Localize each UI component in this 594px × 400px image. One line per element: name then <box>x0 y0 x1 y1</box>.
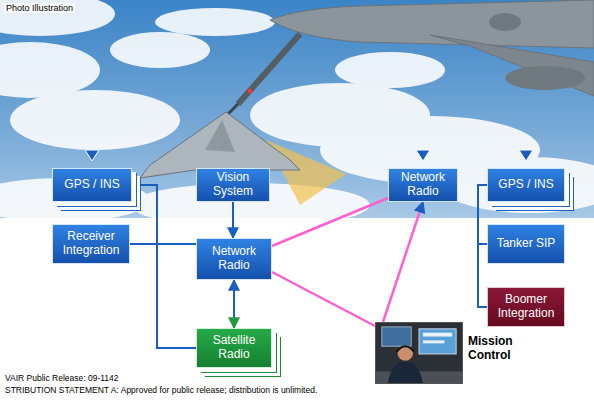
picture-part <box>419 329 456 354</box>
clouds <box>0 0 594 227</box>
node-label: Boomer Integration <box>492 293 560 321</box>
radio-box: Network Radio <box>196 238 272 280</box>
node-label: Network Radio <box>201 245 267 273</box>
sensor-box: Vision System <box>196 168 270 202</box>
connector <box>272 198 388 246</box>
picture-part <box>376 323 462 383</box>
node-label: Network Radio <box>393 171 453 199</box>
node-label: Satellite Radio <box>201 334 267 362</box>
connector <box>272 272 375 326</box>
node-label: Tanker SIP <box>497 237 556 251</box>
sensor-box: GPS / INS <box>487 168 565 202</box>
process-box: Receiver Integration <box>52 224 130 264</box>
node-label: Vision System <box>201 171 265 199</box>
connector <box>130 185 157 244</box>
node-label: Mission Control <box>468 335 526 363</box>
connector <box>478 244 487 307</box>
picture-part <box>423 340 445 343</box>
connector <box>232 202 234 238</box>
operator-picture <box>376 323 462 383</box>
sky <box>0 0 594 218</box>
release-note: VAIR Public Release: 09-1142 <box>3 373 121 383</box>
radio-box: Satellite Radio <box>196 328 272 368</box>
radio-box: Network Radio <box>388 168 458 202</box>
light-cone <box>266 140 346 205</box>
process-box: Boomer Integration <box>487 287 565 327</box>
connector <box>478 185 487 244</box>
picture-part <box>388 362 423 383</box>
picture-part <box>382 327 411 346</box>
node-label: GPS / INS <box>498 178 553 192</box>
distribution-note: STRIBUTION STATEMENT A: Approved for pub… <box>3 385 319 395</box>
connector <box>130 244 196 348</box>
connector <box>233 280 235 328</box>
photo-note: Photo Illustration <box>4 3 75 13</box>
picture-part <box>398 345 414 360</box>
process-box: Tanker SIP <box>487 224 565 264</box>
tanker-aircraft <box>226 0 594 116</box>
down-triangles <box>85 150 533 161</box>
picture-part <box>397 346 415 352</box>
node-label: Receiver Integration <box>57 230 125 258</box>
sensor-box: GPS / INS <box>52 168 132 202</box>
node-label: GPS / INS <box>64 178 119 192</box>
picture-part <box>423 333 452 337</box>
mission-control-photo: Mission Control <box>375 322 463 384</box>
connector <box>383 202 423 322</box>
